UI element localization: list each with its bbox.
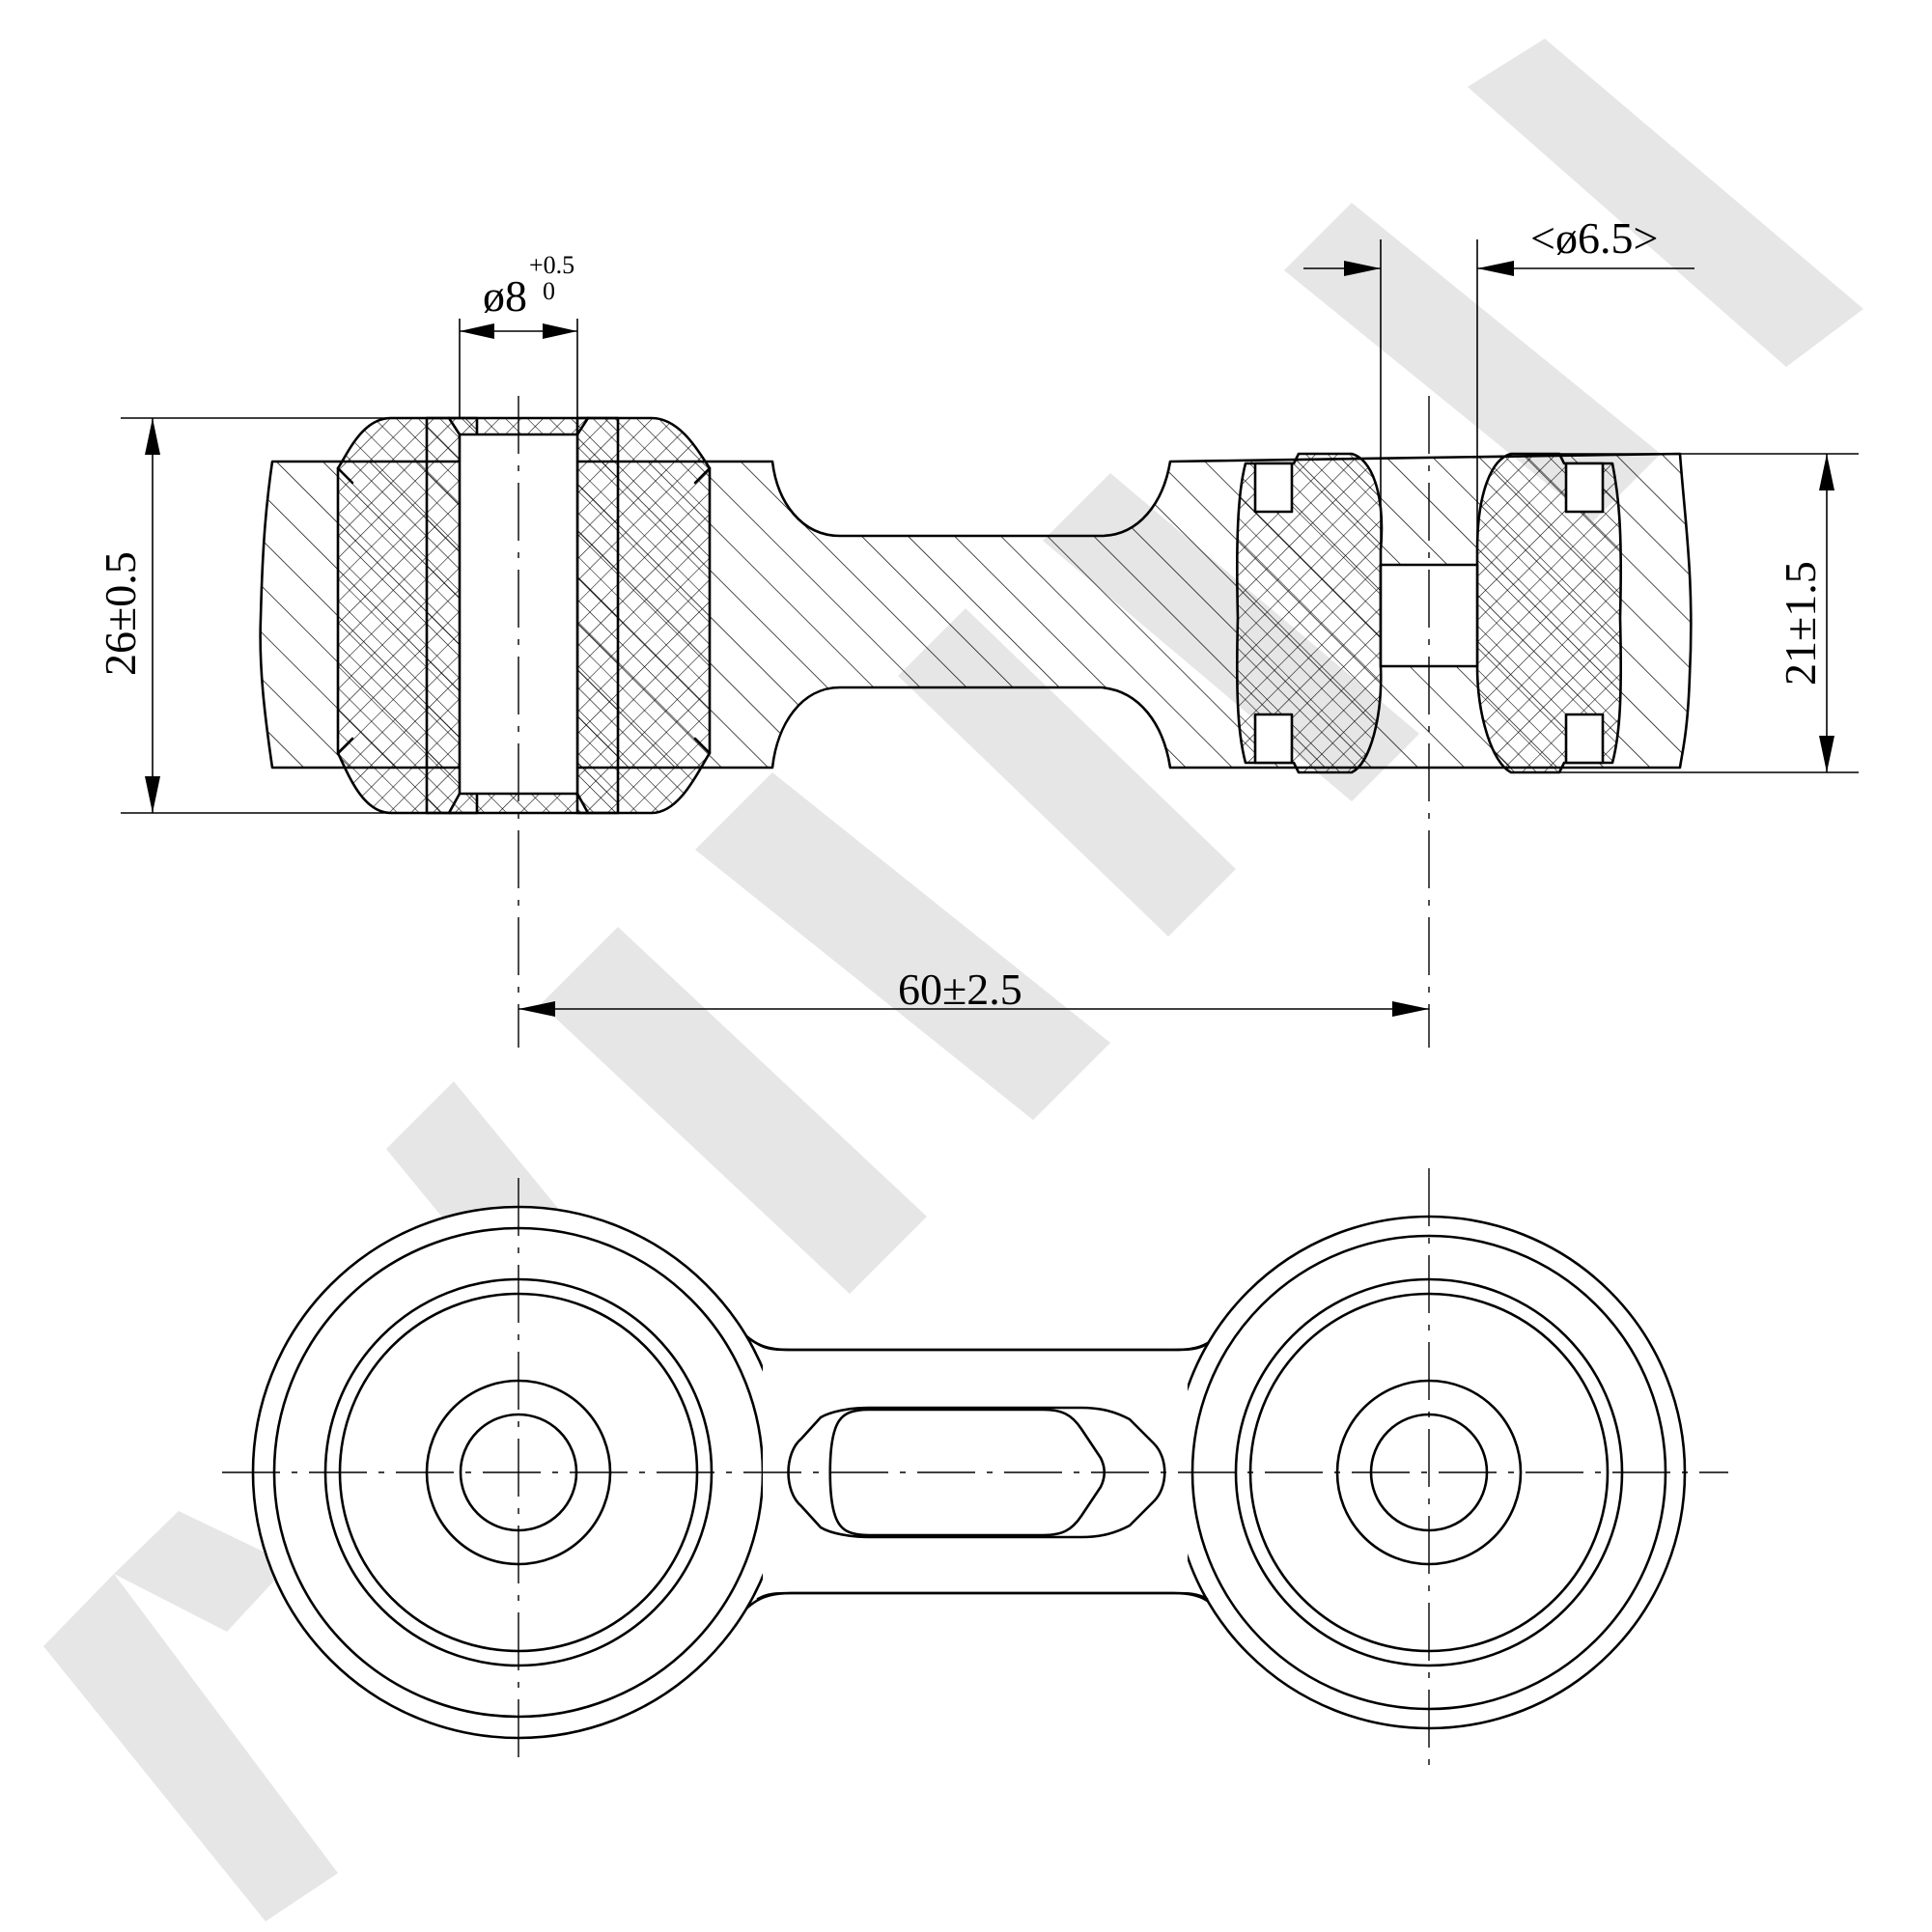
left-height-label: 26±0.5 [96,551,145,676]
center-distance-label: 60±2.5 [898,965,1022,1014]
section-view [259,396,1693,1048]
right-rubber-right [1475,452,1623,774]
bore-tol-lower: 0 [543,277,555,305]
pin-diameter-label: <ø6.5> [1530,213,1658,263]
right-height-label: 21±1.5 [1776,561,1825,686]
left-inner-sleeve-right [575,416,620,815]
dimensions: ø8 +0.5 0 <ø6.5> 26±0.5 21±1.5 60±2.5 [96,213,1859,1017]
bore-tol-upper: +0.5 [529,251,574,279]
top-view [222,1168,1728,1767]
right-rubber-left [1235,452,1384,774]
slot-inner [828,1408,1106,1537]
bore-diameter-label: ø8 [483,271,527,321]
slot-outer [787,1406,1166,1539]
link-arm [732,1321,1228,1352]
